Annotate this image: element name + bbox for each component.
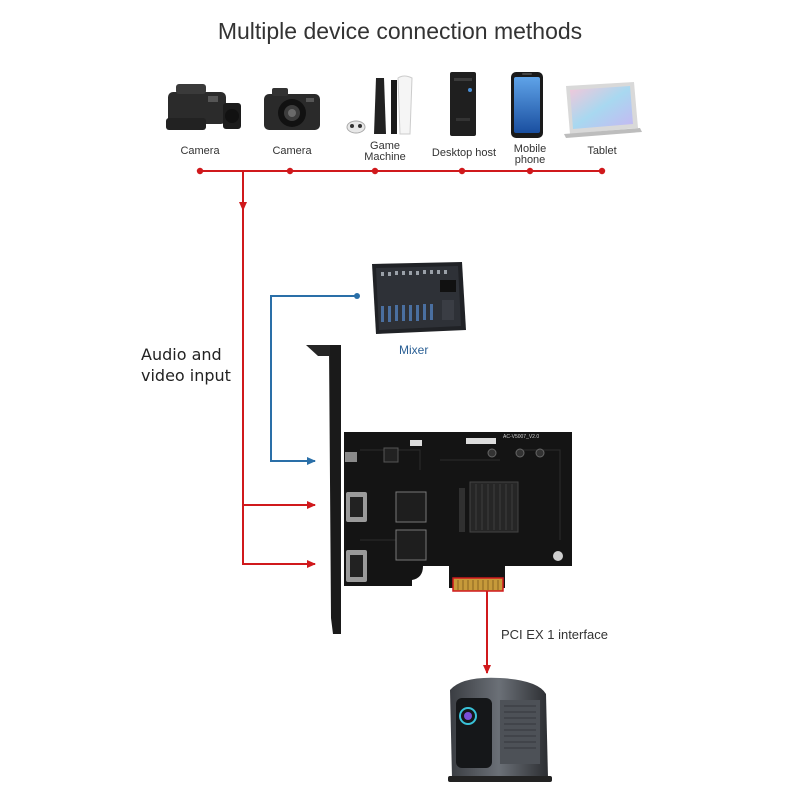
device-label-camera-2: Camera bbox=[272, 145, 312, 157]
page-title: Multiple device connection methods bbox=[217, 18, 583, 44]
game-console-icon bbox=[346, 75, 413, 135]
pci-interface-label: PCI EX 1 interface bbox=[501, 627, 608, 642]
device-label-mobile-phone: Mobile phone bbox=[513, 143, 547, 166]
audio-mixer-icon bbox=[372, 262, 466, 334]
audio-input-line bbox=[270, 293, 360, 465]
device-label-camera-1: Camera bbox=[180, 145, 220, 157]
mobile-phone-icon bbox=[511, 72, 543, 138]
capture-card-icon bbox=[306, 345, 572, 634]
pc-case-icon bbox=[448, 677, 552, 782]
device-label-game-machine: Game Machine bbox=[364, 140, 406, 163]
device-bus-line bbox=[196, 167, 606, 175]
card-board-label: AC-V5007_V2.0 bbox=[503, 434, 539, 440]
photo-camera-icon bbox=[264, 88, 320, 130]
video-input-lines bbox=[239, 171, 316, 568]
audio-video-input-label: Audio and video input bbox=[141, 345, 231, 385]
tablet-icon bbox=[564, 82, 642, 138]
video-camera-icon bbox=[166, 84, 241, 130]
device-label-tablet: Tablet bbox=[587, 145, 617, 157]
desktop-tower-icon bbox=[450, 72, 476, 136]
device-label-desktop-host: Desktop host bbox=[431, 147, 497, 159]
mixer-label: Mixer bbox=[399, 343, 429, 357]
